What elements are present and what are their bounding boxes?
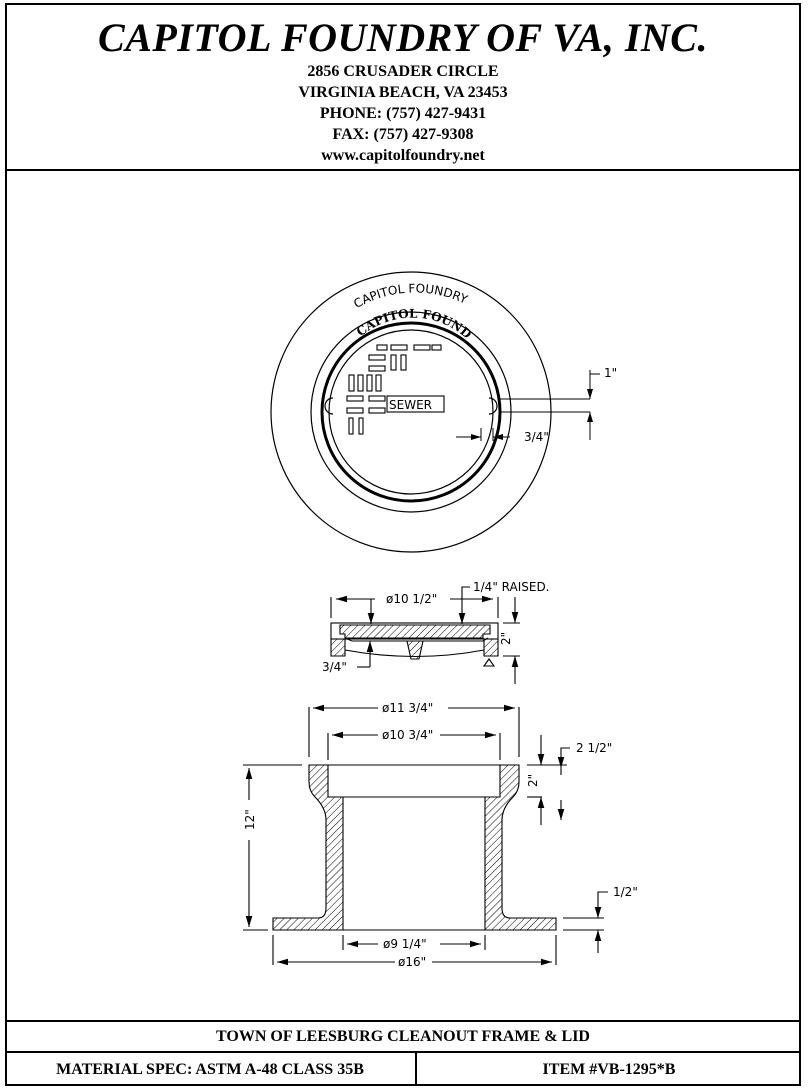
dim-seat: 2": [526, 774, 540, 787]
dim-base: ø16": [398, 955, 426, 969]
page-border: [5, 3, 801, 1086]
dim-seat-depth: 2 1/2": [576, 741, 612, 755]
dim-inner-top: ø10 3/4": [382, 728, 433, 742]
product-title: TOWN OF LEESBURG CLEANOUT FRAME & LID: [5, 1020, 801, 1053]
material-spec: MATERIAL SPEC: ASTM A-48 CLASS 35B: [5, 1053, 417, 1086]
dim-flange: 1/2": [613, 885, 638, 899]
dim-bore: ø9 1/4": [383, 937, 427, 951]
address-line-1: 2856 CRUSADER CIRCLE: [307, 63, 499, 80]
dim-rib: 3/4": [322, 660, 347, 674]
frame-section-view: [243, 704, 608, 966]
company-name: CAPITOL FOUNDRY OF VA, INC.: [98, 15, 708, 60]
lid-label-sewer: SEWER: [389, 398, 432, 412]
dim-raised: 1/4" RAISED.: [473, 580, 550, 594]
ring-casting-text: CAPITOL FOUNDRY: [351, 281, 470, 311]
top-view: [270, 271, 600, 553]
address-line-2: VIRGINIA BEACH, VA 23453: [298, 84, 508, 101]
dim-gap: 3/4": [524, 430, 549, 444]
item-number: ITEM #VB-1295*B: [542, 1061, 676, 1078]
dim-lid-diameter: ø10 1/2": [386, 592, 437, 606]
fax: FAX: (757) 427-9308: [332, 126, 474, 143]
phone: PHONE: (757) 427-9431: [319, 105, 487, 122]
dim-slot: 1": [604, 366, 617, 380]
lid-section-view: [330, 586, 520, 684]
dim-lid-height: 2": [499, 632, 513, 645]
dim-outer-top: ø11 3/4": [382, 701, 433, 715]
dim-frame-height: 12": [243, 809, 257, 830]
title-block-header: CAPITOL FOUNDRY OF VA, INC. 2856 CRUSADE…: [5, 3, 801, 171]
website: www.capitolfoundry.net: [321, 147, 485, 164]
spec-row: MATERIAL SPEC: ASTM A-48 CLASS 35B ITEM …: [5, 1053, 801, 1086]
